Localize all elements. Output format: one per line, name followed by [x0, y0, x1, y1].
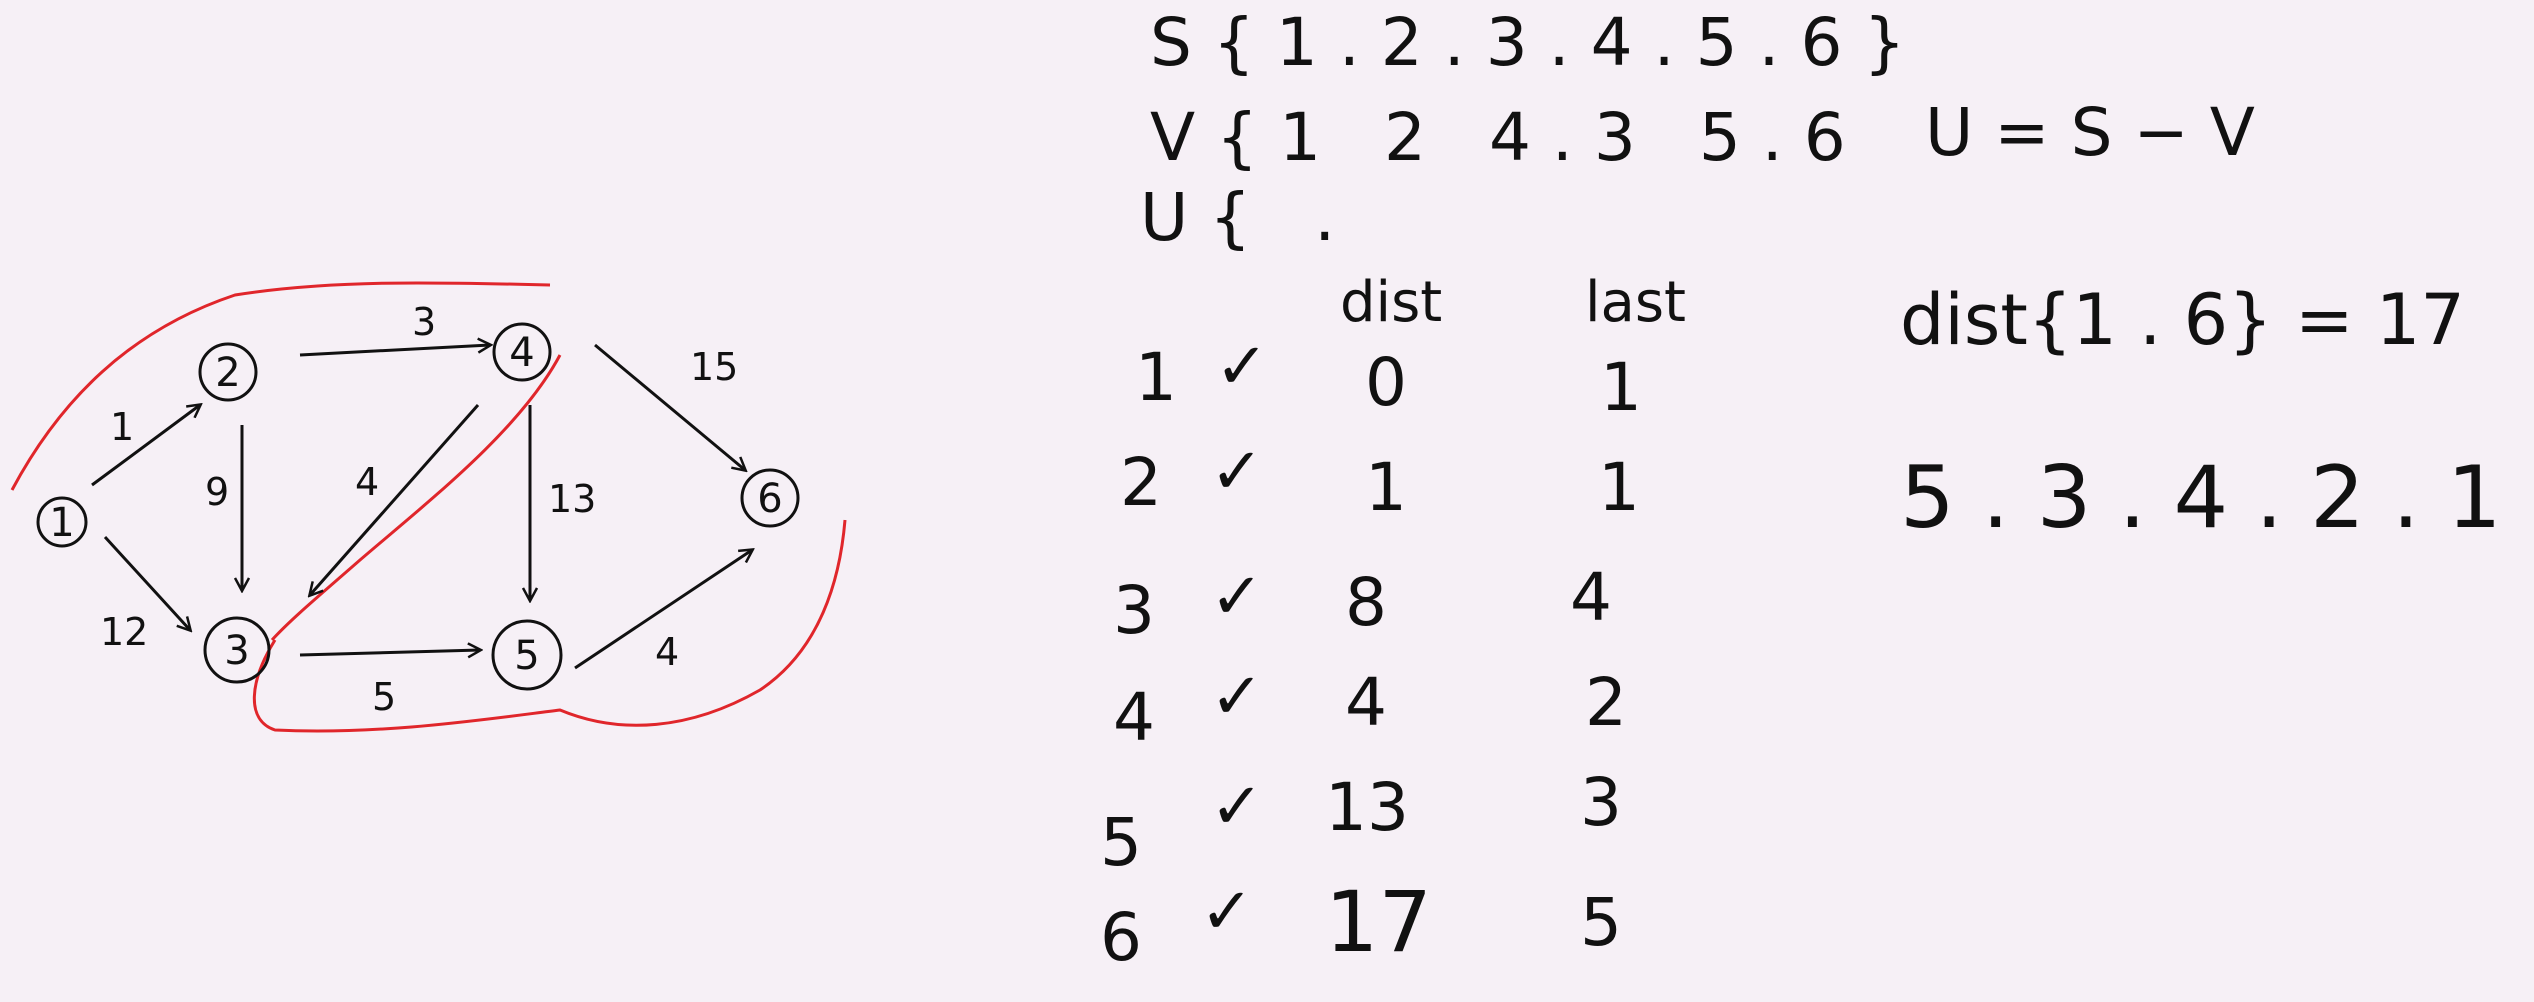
- edge-1-2: [91, 405, 200, 487]
- highlight-curve-diagonal: [270, 354, 562, 642]
- node-5-label: 5: [514, 633, 539, 679]
- weight-4-5: 13: [548, 477, 596, 521]
- weight-2-3: 9: [205, 470, 229, 514]
- edge-2-4: [299, 345, 490, 357]
- row-1-node: 1: [1135, 339, 1177, 416]
- node-2: 2: [198, 342, 258, 402]
- row-2-dist: 1: [1365, 449, 1407, 526]
- dist-header: dist: [1340, 270, 1443, 335]
- row-6-dist: 17: [1325, 873, 1432, 971]
- edge-5-6: [574, 550, 752, 670]
- weight-5-6: 4: [655, 630, 679, 674]
- edge-4-3: [310, 404, 480, 595]
- node-4-label: 4: [509, 330, 534, 376]
- row-3-last: 4: [1570, 559, 1612, 636]
- row-4-last: 2: [1585, 664, 1627, 741]
- row-6-check: ✓: [1200, 875, 1254, 949]
- node-6: 6: [740, 468, 800, 528]
- set-u-line: U { .: [1140, 179, 1336, 256]
- highlight-curve-upper: [10, 281, 551, 491]
- edge-3-5: [299, 650, 480, 655]
- node-6-label: 6: [757, 476, 782, 522]
- node-2-label: 2: [215, 350, 240, 396]
- row-1-check: ✓: [1215, 330, 1269, 404]
- highlight-curve-lower: [252, 519, 847, 733]
- edge-1-3: [103, 535, 190, 630]
- row-2-node: 2: [1120, 444, 1162, 521]
- edge-4-6: [594, 343, 745, 470]
- row-3-dist: 8: [1345, 564, 1387, 641]
- row-2-check: ✓: [1210, 435, 1264, 509]
- weight-1-3: 12: [100, 610, 148, 654]
- row-3-node: 3: [1113, 572, 1155, 649]
- row-5-check: ✓: [1210, 770, 1264, 844]
- row-1-dist: 0: [1365, 344, 1407, 421]
- node-1-label: 1: [49, 500, 74, 546]
- weight-3-5: 5: [372, 675, 396, 719]
- node-3-label: 3: [224, 628, 249, 674]
- graph-diagram: 1 2 3 4 5 6 1 12 9 3 4 13 15 5 4: [10, 281, 847, 733]
- row-6-last: 5: [1580, 884, 1622, 961]
- set-v-line: V { 1 2 4 . 3 5 . 6: [1150, 99, 1846, 176]
- set-s-line: S { 1 . 2 . 3 . 4 . 5 . 6 }: [1150, 4, 1906, 81]
- node-5: 5: [491, 619, 563, 691]
- row-4-dist: 4: [1345, 664, 1387, 741]
- row-2-last: 1: [1598, 449, 1640, 526]
- node-1: 1: [36, 496, 88, 548]
- row-4-node: 4: [1113, 679, 1155, 756]
- node-4: 4: [492, 322, 552, 382]
- row-5-last: 3: [1580, 764, 1622, 841]
- weight-2-4: 3: [412, 300, 436, 344]
- weight-4-6: 15: [690, 345, 738, 389]
- row-4-check: ✓: [1210, 660, 1264, 734]
- dist-result: dist{1 . 6} = 17: [1900, 279, 2465, 361]
- row-1-last: 1: [1600, 349, 1642, 426]
- row-3-check: ✓: [1210, 560, 1264, 634]
- row-6-node: 6: [1100, 899, 1142, 976]
- row-5-dist: 13: [1325, 769, 1409, 846]
- node-3: 3: [203, 616, 271, 684]
- last-header: last: [1585, 270, 1687, 335]
- row-5-node: 5: [1100, 804, 1142, 881]
- weight-1-2: 1: [110, 405, 134, 449]
- path-sequence: 5 . 3 . 4 . 2 . 1: [1900, 448, 2502, 548]
- u-formula: U = S − V: [1925, 94, 2255, 171]
- weight-4-3: 4: [355, 460, 379, 504]
